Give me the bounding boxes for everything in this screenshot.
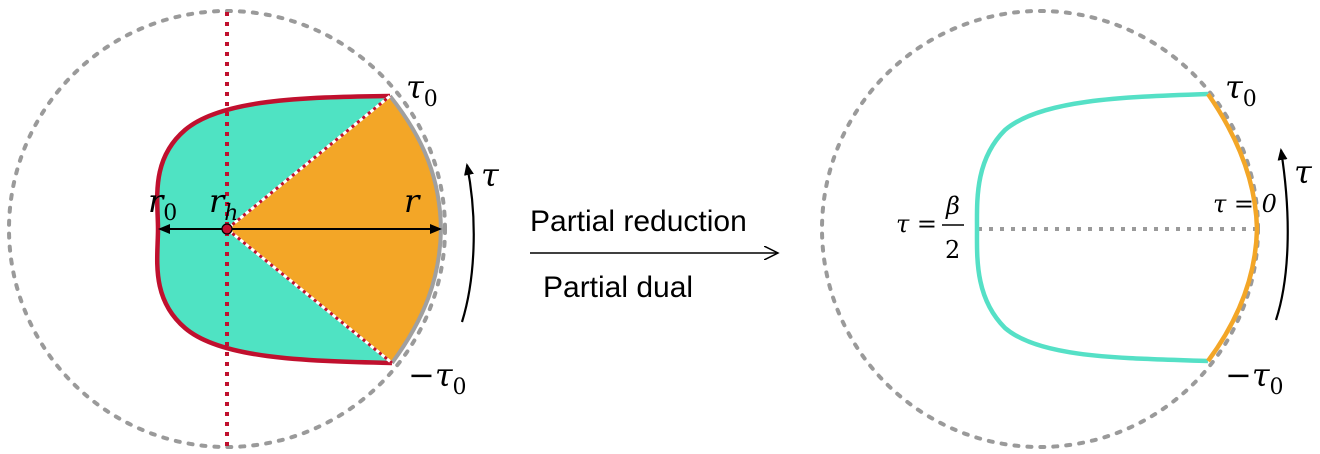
left-wedge-edge-upper-dots: [226, 94, 391, 231]
label-partial-dual: Partial dual: [543, 271, 693, 304]
left-tau-arrow: [460, 163, 475, 323]
left-label-tau: τ: [481, 156, 500, 194]
left-label-tau0: τ0: [406, 68, 438, 112]
label-tau-equals-zero: τ = 0: [1213, 190, 1277, 218]
label-rh: rh: [209, 182, 238, 226]
right-panel: τ0 −τ0 τ τ = 0 τ = β 2: [820, 9, 1313, 449]
right-label-neg-tau0: −τ0: [1225, 356, 1284, 400]
left-boundary-circle: [7, 9, 447, 449]
left-wedge-edge-lower-dots: [226, 227, 393, 365]
label-two: 2: [945, 236, 960, 264]
left-label-neg-tau0: −τ0: [408, 356, 467, 400]
label-partial-reduction: Partial reduction: [530, 205, 747, 238]
right-orange-arc: [1206, 92, 1260, 363]
right-boundary-circle: [820, 9, 1260, 449]
right-label-tau: τ: [1294, 153, 1313, 191]
left-panel: τ0 −τ0 τ r0 rh r: [7, 9, 500, 449]
horizon-point: [221, 223, 233, 235]
left-teal-region: [157, 96, 392, 363]
label-r: r: [404, 182, 421, 220]
label-r0: r0: [148, 182, 177, 226]
label-tau-eq-prefix: τ =: [896, 210, 937, 238]
label-tau-equals-beta-over-two: τ = β 2: [896, 192, 964, 264]
label-beta: β: [945, 192, 960, 220]
right-label-tau0: τ0: [1225, 68, 1257, 112]
right-tau-arrow: [1274, 148, 1289, 321]
right-teal-curve: [974, 91, 1209, 364]
transformation-arrow: Partial reduction Partial dual: [530, 205, 778, 304]
